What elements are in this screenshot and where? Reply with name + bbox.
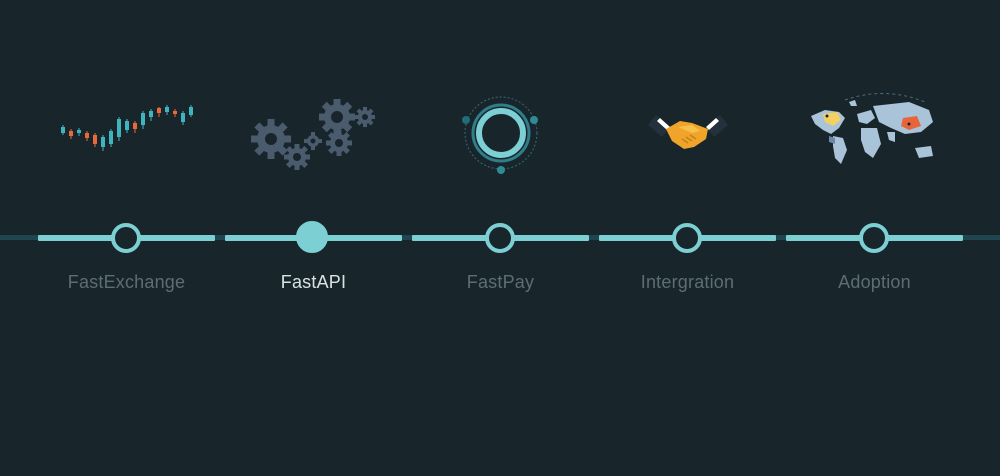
timeline-step-fastexchange[interactable]: FastExchange (33, 80, 220, 310)
step-label: FastAPI (280, 272, 347, 292)
ring-orbit-icon (456, 88, 546, 183)
step-label: FastPay (466, 272, 535, 292)
step-label: Adoption (838, 272, 911, 292)
timeline-node[interactable] (111, 223, 141, 253)
handshake-icon (647, 111, 728, 160)
gears-icon (249, 95, 379, 176)
step-label: Intergration (640, 272, 735, 292)
timeline-step-fastapi[interactable]: FastAPI (220, 80, 407, 310)
timeline-step-fastpay[interactable]: FastPay (407, 80, 594, 310)
timeline-step-adoption[interactable]: Adoption (781, 80, 968, 310)
timeline-node[interactable] (672, 223, 702, 253)
timeline-node[interactable] (859, 223, 889, 253)
timeline-node-active[interactable] (296, 221, 328, 253)
step-label: FastExchange (67, 272, 186, 292)
timeline-step-intergration[interactable]: Intergration (594, 80, 781, 310)
candlestick-chart-icon (57, 103, 197, 168)
timeline-node[interactable] (485, 223, 515, 253)
world-map-icon (805, 88, 945, 183)
